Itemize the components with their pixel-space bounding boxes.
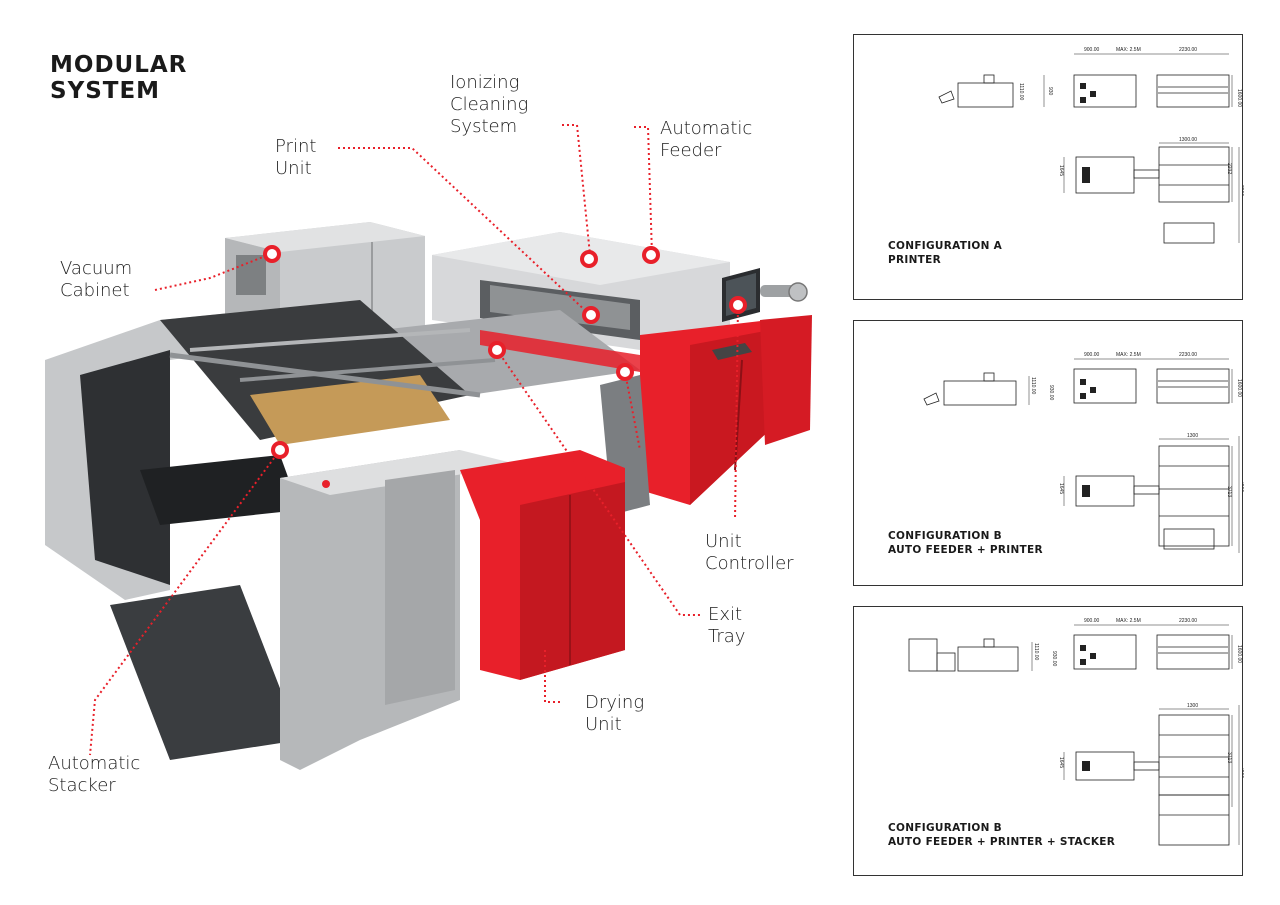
marker-stacker bbox=[271, 441, 289, 459]
drying-unit-body bbox=[460, 450, 625, 680]
callout-print-unit-line1: Print bbox=[275, 136, 317, 157]
callout-stacker: Automatic Stacker bbox=[48, 753, 140, 797]
marker-feeder bbox=[642, 246, 660, 264]
config-b-dim-900: 900.00 bbox=[1084, 352, 1100, 358]
page-title: MODULAR SYSTEM bbox=[50, 52, 187, 104]
leader-vacuum bbox=[154, 254, 269, 291]
callout-stacker-line2: Stacker bbox=[48, 775, 116, 796]
config-c-dim-1110: 1110.00 bbox=[1033, 643, 1039, 661]
feeder-rollers bbox=[760, 282, 808, 302]
config-b-title: CONFIGURATION B AUTO FEEDER + PRINTER bbox=[888, 529, 1043, 557]
leader-print bbox=[338, 147, 591, 316]
callout-feeder: Automatic Feeder bbox=[660, 118, 752, 162]
callout-drying-unit-line2: Unit bbox=[585, 714, 622, 735]
config-c-dim-4900: 4900 bbox=[1241, 767, 1244, 778]
config-c-dim-930: 930.00 bbox=[1051, 651, 1057, 667]
callout-ionizing-line2: Cleaning bbox=[450, 94, 529, 115]
callout-unit-controller: Unit Controller bbox=[705, 531, 794, 575]
config-a-title: CONFIGURATION A PRINTER bbox=[888, 239, 1002, 267]
config-c-drawing: 900.00 MAX: 2.5M 2230.00 1600.00 1110.00… bbox=[908, 618, 1244, 846]
leader-lines bbox=[89, 124, 739, 756]
config-c-title: CONFIGURATION B AUTO FEEDER + PRINTER + … bbox=[888, 821, 1115, 849]
config-a-dim-1300: 1300.00 bbox=[1179, 137, 1197, 143]
config-b-dim-4900: 4900 bbox=[1241, 481, 1244, 492]
marker-ionizing bbox=[580, 250, 598, 268]
callout-print-unit-line2: Unit bbox=[275, 158, 312, 179]
leader-ionizing bbox=[562, 124, 591, 256]
callout-stacker-line1: Automatic bbox=[48, 753, 141, 774]
stacker-frame bbox=[45, 300, 496, 600]
config-b-panel: 900.00 MAX: 2.5M 2230.00 1600.00 1110.00… bbox=[853, 320, 1244, 586]
marker-controller bbox=[729, 296, 747, 314]
leader-feeder bbox=[634, 126, 653, 256]
callout-ionizing-line3: System bbox=[450, 116, 518, 137]
callout-unit-controller-line2: Controller bbox=[705, 553, 794, 574]
callout-ionizing-line1: Ionizing bbox=[450, 72, 520, 93]
config-c-dim-1600: 1600.00 bbox=[1236, 645, 1242, 663]
config-a-panel: 900.00 MAX: 2.5M 2230.00 1600.00 1110.00… bbox=[853, 34, 1244, 300]
config-a-dim-2230: 2230.00 bbox=[1179, 47, 1197, 53]
callout-vacuum-cabinet-line1: Vacuum bbox=[60, 258, 133, 279]
title-line-1: MODULAR bbox=[50, 52, 188, 78]
callout-vacuum-cabinet-line2: Cabinet bbox=[60, 280, 130, 301]
title-line-2: SYSTEM bbox=[50, 78, 161, 104]
callout-drying-unit: Drying Unit bbox=[585, 692, 644, 736]
config-a-dim-930: 930 bbox=[1047, 87, 1053, 96]
config-b-dim-3713: 3713 bbox=[1226, 486, 1232, 497]
config-c-title-line2: AUTO FEEDER + PRINTER + STACKER bbox=[888, 836, 1116, 848]
marker-exit-tray bbox=[488, 341, 506, 359]
config-b-dim-2230: 2230.00 bbox=[1179, 352, 1197, 358]
callout-print-unit: Print Unit bbox=[275, 136, 316, 180]
markers bbox=[263, 245, 747, 459]
callout-vacuum-cabinet: Vacuum Cabinet bbox=[60, 258, 132, 302]
config-a-dim-900: 900.00 bbox=[1084, 47, 1100, 53]
callout-exit-tray-line1: Exit bbox=[708, 604, 743, 625]
leader-drying bbox=[544, 650, 560, 703]
stacker-front-housing bbox=[280, 450, 520, 770]
config-b-title-line1: CONFIGURATION B bbox=[888, 530, 1002, 542]
config-c-dim-max: MAX: 2.5M bbox=[1116, 618, 1141, 624]
config-b-dim-930: 930.00 bbox=[1048, 385, 1054, 401]
config-c-title-line1: CONFIGURATION B bbox=[888, 822, 1002, 834]
config-b-dim-1600: 1600.00 bbox=[1236, 379, 1242, 397]
config-c-dim-2230: 2230.00 bbox=[1179, 618, 1197, 624]
config-b-drawing: 900.00 MAX: 2.5M 2230.00 1600.00 1110.00… bbox=[923, 352, 1244, 553]
config-b-dim-1300: 1300 bbox=[1187, 433, 1198, 439]
config-a-title-line2: PRINTER bbox=[888, 254, 941, 266]
floor-mat bbox=[110, 585, 300, 760]
config-a-dim-3900: 3900 bbox=[1241, 185, 1244, 196]
config-c-dim-900: 900.00 bbox=[1084, 618, 1100, 624]
config-a-title-line1: CONFIGURATION A bbox=[888, 240, 1003, 252]
config-c-panel: 900.00 MAX: 2.5M 2230.00 1600.00 1110.00… bbox=[853, 606, 1244, 876]
callout-exit-tray: Exit Tray bbox=[708, 604, 745, 648]
leader-stacker bbox=[89, 449, 281, 756]
callout-feeder-line2: Feeder bbox=[660, 140, 722, 161]
marker-print-unit bbox=[582, 306, 600, 324]
leader-exit bbox=[496, 349, 700, 616]
config-a-drawing: 900.00 MAX: 2.5M 2230.00 1600.00 1110.00… bbox=[938, 47, 1244, 244]
config-a-dim-max: MAX: 2.5M bbox=[1116, 47, 1141, 53]
leader-exit-2 bbox=[624, 371, 641, 451]
config-a-dim-2232: 2232 bbox=[1226, 163, 1232, 174]
config-a-dim-1600: 1600.00 bbox=[1236, 89, 1242, 107]
config-b-title-line2: AUTO FEEDER + PRINTER bbox=[888, 544, 1043, 556]
marker-exit-tray-2 bbox=[616, 363, 634, 381]
config-b-dim-1110: 1110.00 bbox=[1030, 377, 1036, 395]
config-c-dim-1300: 1300 bbox=[1187, 703, 1198, 709]
marker-vacuum-cabinet bbox=[263, 245, 281, 263]
callout-exit-tray-line2: Tray bbox=[708, 626, 746, 647]
callout-ionizing: Ionizing Cleaning System bbox=[450, 72, 528, 138]
callout-drying-unit-line1: Drying bbox=[585, 692, 645, 713]
config-a-dim-1645: 1645 bbox=[1058, 165, 1064, 176]
config-b-dim-1645: 1645 bbox=[1058, 483, 1064, 494]
config-b-dim-max: MAX: 2.5M bbox=[1116, 352, 1141, 358]
config-c-dim-3713: 3713 bbox=[1226, 752, 1232, 763]
callout-unit-controller-line1: Unit bbox=[705, 531, 742, 552]
print-unit-red-base bbox=[640, 315, 812, 505]
config-a-dim-1110: 1110.00 bbox=[1018, 83, 1024, 101]
config-c-dim-1645: 1645 bbox=[1058, 757, 1064, 768]
leader-controller bbox=[734, 304, 739, 521]
callout-feeder-line1: Automatic bbox=[660, 118, 753, 139]
machine-illustration bbox=[45, 124, 812, 770]
